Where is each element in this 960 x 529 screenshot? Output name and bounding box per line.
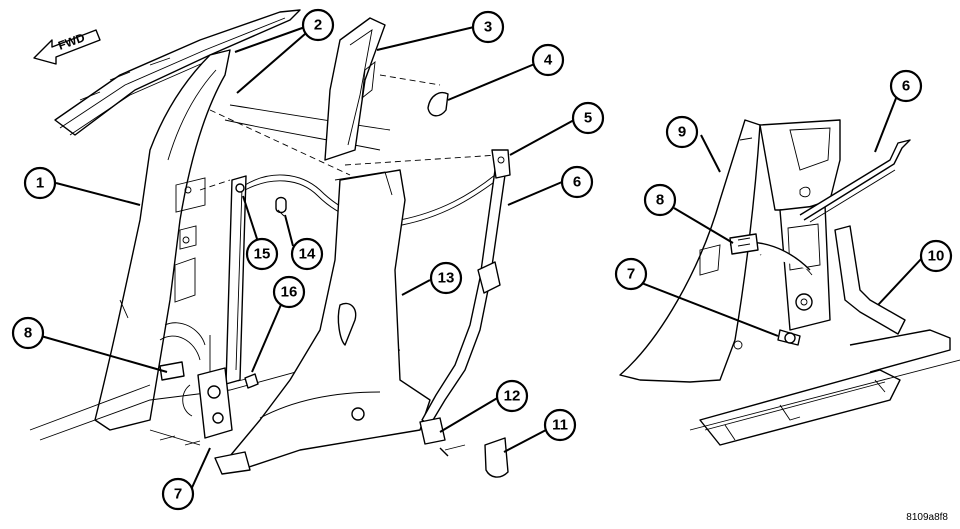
callout-12: 12 [495,379,529,413]
callout-10: 10 [919,239,953,273]
connector-left [159,361,185,381]
callout-16: 16 [272,275,306,309]
svg-text:16: 16 [281,284,298,301]
b-pillar-context [199,74,499,191]
svg-text:5: 5 [584,110,592,127]
roof-header [54,9,301,136]
svg-text:7: 7 [174,486,182,503]
callout-14: 14 [290,237,324,271]
svg-text:4: 4 [544,52,553,69]
svg-text:2: 2 [314,17,322,34]
svg-text:10: 10 [928,248,945,265]
bolt-14 [275,196,287,217]
callout-8-inset: 8 [643,183,677,217]
svg-text:8: 8 [656,192,664,209]
svg-text:3: 3 [484,19,492,36]
svg-text:6: 6 [902,78,910,95]
svg-text:6: 6 [573,174,581,191]
callout-5: 5 [571,101,605,135]
inset-webbing [834,225,906,335]
svg-text:1: 1 [36,175,44,192]
svg-text:11: 11 [552,417,568,434]
leader-lines [40,26,923,493]
callout-3: 3 [471,10,505,44]
figure-id: 8109a8f8 [906,512,948,523]
callout-11: 11 [543,408,577,442]
callout-8: 8 [11,316,45,350]
bolt-16 [237,373,259,389]
callout-9: 9 [665,115,699,149]
callout-7-inset: 7 [614,257,648,291]
inset-cable [799,139,911,223]
anchor-cover [484,437,509,478]
svg-text:13: 13 [438,270,455,287]
turning-loop-cap [427,91,449,117]
callout-6-inset: 6 [889,69,923,103]
retractor-assembly [159,322,233,439]
callout-1: 1 [23,166,57,200]
callout-7: 7 [161,477,195,511]
lower-b-pillar-trim [224,169,431,471]
callout-2: 2 [301,8,335,42]
svg-text:14: 14 [299,246,316,263]
lower-anchor [419,417,466,457]
callout-6: 6 [560,165,594,199]
inset-connector [729,233,759,255]
svg-text:7: 7 [627,266,635,283]
height-adjuster-track [225,175,247,385]
callout-15: 15 [245,237,279,271]
svg-text:12: 12 [504,388,521,405]
svg-text:8: 8 [24,325,32,342]
bolt-15 [235,183,245,193]
callout-4: 4 [531,43,565,77]
upper-b-pillar-trim [324,17,386,161]
floor-sill-left [149,429,251,475]
body-side-pillar [29,49,401,441]
fwd-arrow: FWD [33,29,101,65]
svg-text:15: 15 [254,246,271,263]
inset-sill-tube [689,329,960,446]
svg-text:9: 9 [678,124,686,141]
callout-13: 13 [429,261,463,295]
